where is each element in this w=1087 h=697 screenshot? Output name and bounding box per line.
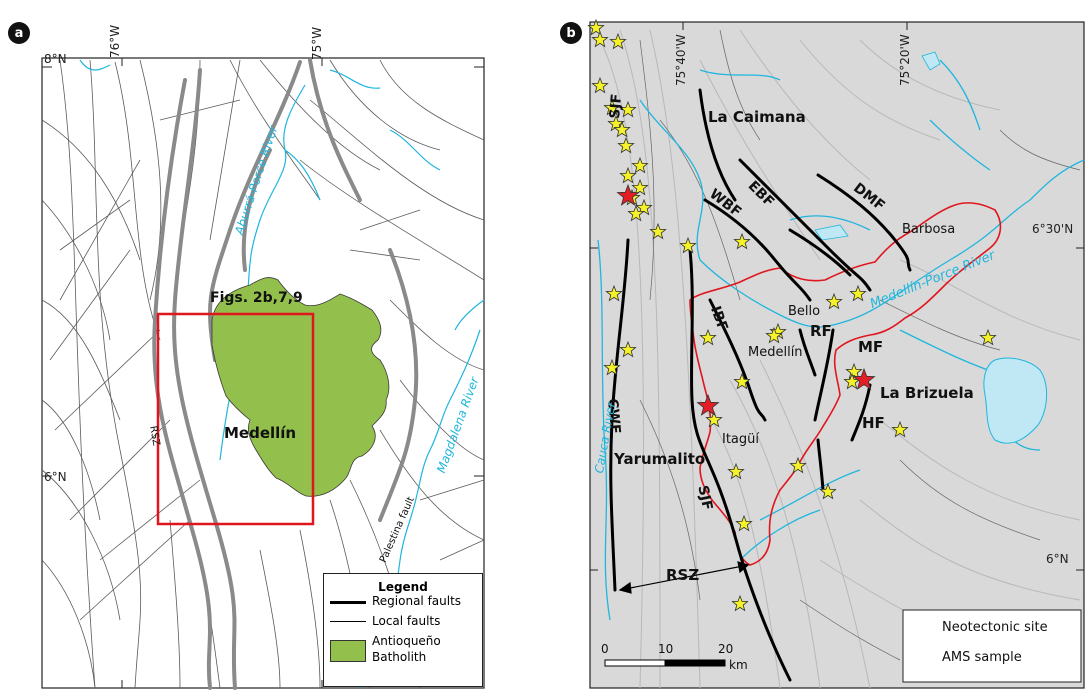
neotectonic-site-star — [891, 420, 909, 438]
neotectonic-site-star — [631, 156, 649, 174]
neotectonic-site-star — [735, 514, 753, 532]
neotectonic-site-star — [699, 328, 717, 346]
ams-sample-star — [616, 183, 640, 206]
neotectonic-site-star — [819, 482, 837, 500]
neotectonic-site-star — [733, 232, 751, 250]
lat-8n: 8°N — [44, 52, 67, 66]
rsz-arrow — [618, 561, 750, 594]
neotectonic-site-star — [825, 292, 843, 310]
place-yarumalito: Yarumalito — [614, 450, 706, 468]
legend-local: Local faults — [372, 614, 441, 628]
fault-hf: HF — [862, 414, 885, 432]
rsz-label-b: RSZ — [666, 566, 700, 584]
place-barbosa: Barbosa — [902, 222, 956, 237]
lat-6n-b: 6°N — [1046, 552, 1069, 566]
neotectonic-site-star — [849, 284, 867, 302]
neotectonic-site-star — [731, 594, 749, 612]
neotectonic-site-star — [727, 462, 745, 480]
neotectonic-site-star — [765, 326, 783, 344]
neotectonic-site-star — [591, 30, 609, 48]
ams-sample-star — [696, 393, 720, 416]
neotectonic-site-star — [679, 236, 697, 254]
relief-texture — [599, 29, 1081, 689]
neotectonic-site-star — [619, 100, 637, 118]
scale-unit: km — [729, 658, 748, 672]
neotectonic-site-star — [605, 284, 623, 302]
neotectonic-site-star — [789, 456, 807, 474]
legend-batholith-swatch — [330, 640, 366, 662]
lon-7540w: 75°40'W — [674, 34, 688, 86]
figs-label: Figs. 2b,7,9 — [210, 290, 303, 306]
valley-boundary — [689, 202, 1002, 566]
legend-regional: Regional faults — [372, 594, 462, 608]
reservoir-small — [921, 51, 941, 71]
neotectonic-site-star — [591, 76, 609, 94]
scale-20: 20 — [718, 642, 734, 656]
neotectonic-site-star — [587, 18, 605, 36]
neotectonic-site-star — [627, 204, 645, 222]
scale-bar — [604, 659, 726, 667]
legend-a-title: Legend — [378, 580, 428, 594]
antioqueno-batholith — [211, 277, 390, 497]
legend-a: Legend Regional faults Local faults Anti… — [323, 573, 483, 687]
panel-a-badge: a — [8, 22, 30, 44]
place-medellin-b: Medellín — [748, 345, 803, 360]
neotectonic-site-star — [619, 166, 637, 184]
fault-mf: MF — [858, 338, 884, 356]
neotectonic-site-star — [705, 410, 723, 428]
legend-neotectonic: Neotectonic site — [942, 620, 1048, 635]
lon-75w: 75°W — [310, 26, 324, 60]
neotectonic-site-star — [631, 178, 649, 196]
legend-batholith-2: Batholith — [372, 650, 427, 664]
fault-sjf-top: SJF — [607, 93, 626, 120]
reservoir — [983, 357, 1047, 444]
neotectonic-site-star — [619, 340, 637, 358]
neotectonic-site-star — [609, 32, 627, 50]
study-area-frame — [156, 312, 315, 526]
panel-b-frame — [589, 21, 1085, 689]
legend-b — [902, 609, 1082, 683]
fault-rf: RF — [810, 322, 832, 340]
neotectonic-stars — [587, 18, 997, 664]
place-itagui: Itagüí — [722, 432, 760, 447]
panel-a — [41, 57, 485, 690]
lon-7520w: 75°20'W — [898, 34, 912, 86]
place-bello: Bello — [788, 304, 821, 319]
panel-b-badge: b — [560, 22, 582, 44]
ams-sample-star — [852, 367, 876, 390]
scale-0: 0 — [601, 642, 609, 656]
neotectonic-site-star — [613, 120, 631, 138]
reservoir-small-2 — [814, 224, 849, 241]
regional-faults-b — [609, 88, 912, 682]
neotectonic-site-star — [733, 372, 751, 390]
ticks-b — [590, 22, 1084, 571]
neotectonic-site-star — [603, 358, 621, 376]
lat-630n: 6°30'N — [1032, 222, 1074, 236]
legend-regional-swatch — [330, 601, 366, 604]
lon-76w: 76°W — [108, 24, 122, 58]
neotectonic-site-star — [617, 136, 635, 154]
legend-ams: AMS sample — [942, 650, 1022, 665]
medellin-label-a: Medellín — [224, 424, 297, 442]
place-la-caimana: La Caimana — [708, 108, 806, 126]
neotectonic-site-star — [603, 98, 621, 116]
lat-6n: 6°N — [44, 470, 67, 484]
legend-batholith-1: Antioqueño — [372, 634, 441, 648]
place-la-brizuela: La Brizuela — [880, 384, 974, 402]
ticks-a — [42, 58, 484, 688]
scale-10: 10 — [658, 642, 674, 656]
neotectonic-site-star — [649, 222, 667, 240]
neotectonic-site-star — [979, 328, 997, 346]
panel-b — [587, 18, 1085, 689]
legend-local-swatch — [330, 621, 366, 622]
neotectonic-site-star — [845, 362, 863, 380]
